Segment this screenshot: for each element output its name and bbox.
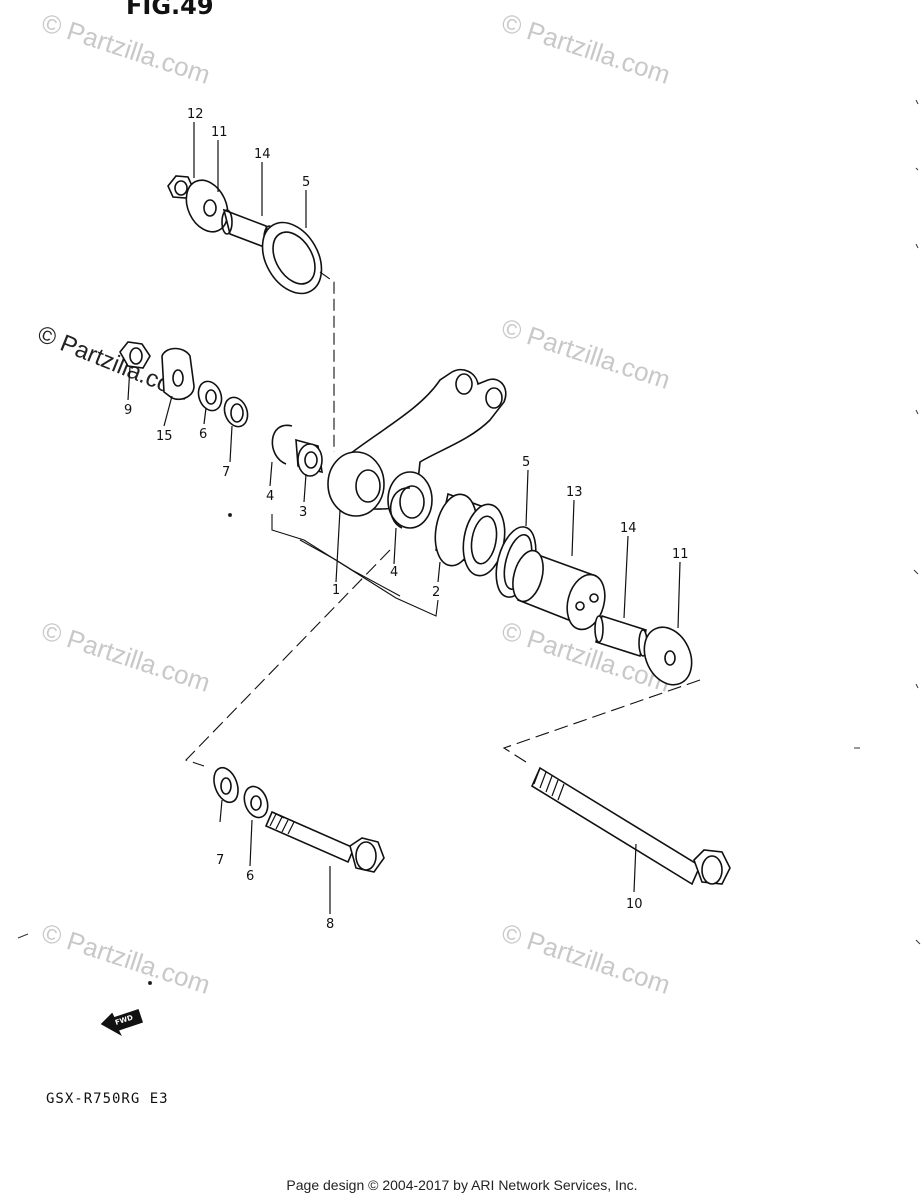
circlip-4-left-drawing: [271, 424, 293, 465]
label-part-11: 11: [211, 125, 228, 140]
svg-text:© Partzilla.com: © Partzilla.com: [498, 917, 674, 1000]
svg-text:© Partzilla.com: © Partzilla.com: [498, 7, 674, 90]
label-part-14: 14: [620, 521, 637, 536]
figure-number: FIG.49: [126, 0, 214, 20]
watermark-text: Partzilla.com: [523, 925, 674, 1000]
label-part-5: 5: [302, 175, 310, 190]
label-part-12: 12: [187, 107, 204, 122]
nut-9-drawing: [119, 341, 151, 369]
washer-7-bottom-drawing: [213, 766, 239, 804]
washer-11-right-drawing: [643, 626, 693, 686]
washer-6-bottom-drawing: [243, 785, 269, 819]
label-part-11: 11: [672, 547, 689, 562]
scan-marks: [17, 99, 921, 985]
bolt-8-drawing: [264, 810, 385, 873]
fwd-arrow-icon: [100, 1008, 144, 1036]
washer-11-top-drawing: [185, 179, 229, 233]
label-part-9: 9: [124, 403, 132, 418]
label-part-7: 7: [216, 853, 224, 868]
leader-lines: [127, 122, 681, 914]
label-part-6: 6: [199, 427, 207, 442]
label-part-15: 15: [156, 429, 173, 444]
watermark-text: Partzilla.com: [63, 623, 214, 698]
label-part-8: 8: [326, 917, 334, 932]
circlip-4-right-drawing: [389, 487, 411, 529]
watermark-text: Partzilla.com: [523, 15, 674, 90]
label-part-7: 7: [222, 465, 230, 480]
watermark-text: Partzilla.com: [63, 15, 214, 90]
page-footer: Page design © 2004-2017 by ARI Network S…: [286, 1177, 638, 1193]
svg-text:© Partzilla.com: © Partzilla.com: [38, 917, 214, 1000]
watermark-text: Partzilla.com: [523, 320, 674, 395]
label-part-3: 3: [299, 505, 307, 520]
label-part-4: 4: [390, 565, 398, 580]
svg-text:© Partzilla.com: © Partzilla.com: [498, 312, 674, 395]
reference-lines: [184, 271, 701, 767]
label-part-5: 5: [522, 455, 530, 470]
label-part-14: 14: [254, 147, 271, 162]
collar-13-drawing: [512, 549, 606, 631]
bearing-2-drawing: [434, 492, 506, 577]
label-part-10: 10: [626, 897, 643, 912]
label-part-13: 13: [566, 485, 583, 500]
cushion-lever-1-drawing: [327, 368, 507, 529]
plate-15-drawing: [161, 347, 195, 401]
label-part-1: 1: [332, 583, 340, 598]
model-code: GSX-R750RG E3: [46, 1091, 169, 1107]
watermark-text: Partzilla.com: [63, 925, 214, 1000]
label-part-4: 4: [266, 489, 274, 504]
seal-5-top-drawing: [261, 221, 323, 295]
washer-6-top-drawing: [197, 380, 223, 412]
washer-7-top-drawing: [223, 396, 249, 428]
label-part-2: 2: [432, 585, 440, 600]
label-part-6: 6: [246, 869, 254, 884]
part-labels: 12 11 14 5 9 15 6 7 4 3 1 4 2 5 13 14 11…: [124, 107, 689, 932]
exploded-drawing: [100, 175, 731, 1036]
svg-text:© Partzilla.com: © Partzilla.com: [38, 615, 214, 698]
bearing-3-drawing: [295, 438, 323, 477]
bolt-10-drawing: [530, 766, 731, 886]
